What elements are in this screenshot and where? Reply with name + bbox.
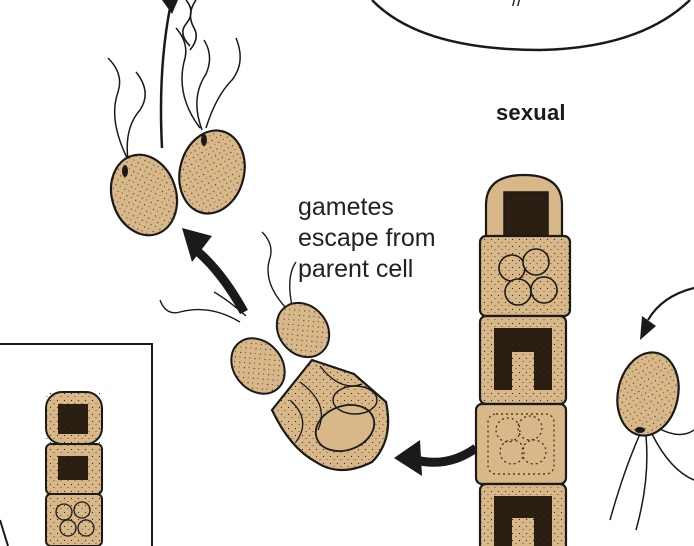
gamete-right [609,351,694,531]
arrow-from-filament [394,440,479,476]
circle-mark: // [512,0,522,10]
gamete-upper-right [175,27,246,215]
escaping-gamete-2 [261,231,331,359]
asexual-cycle-circle [371,0,691,52]
right-arrow [640,286,694,340]
inset-panel [0,343,153,546]
sexual-label: sexual [496,100,566,125]
algal-filament [474,173,572,546]
gametes-escape-caption: gametes escape from parent cell [298,193,436,283]
broken-parent-cell [270,358,390,472]
arrow-to-gametes [182,228,248,315]
escaping-gamete-1 [159,291,286,395]
gamete-upper-left [107,57,179,237]
top-arrow [159,0,198,149]
